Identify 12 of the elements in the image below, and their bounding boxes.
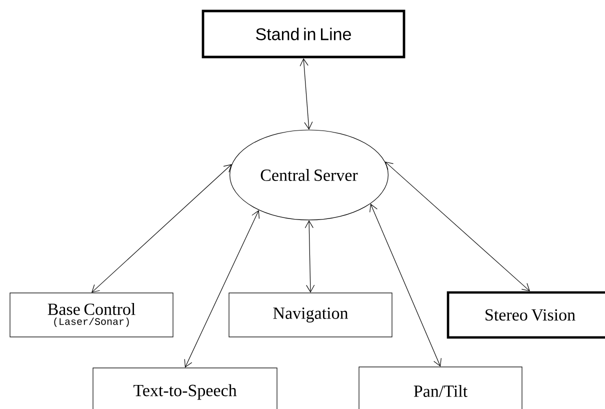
process-box: Base Control (Laser/Sonar): [10, 292, 174, 338]
process-box: Stereo Vision: [446, 291, 605, 339]
arrow: [92, 164, 232, 293]
process-box: Navigation: [228, 292, 392, 338]
process-box: Stand in Line: [202, 10, 406, 58]
process-box: Text-to-Speech: [92, 368, 278, 409]
arrow: [370, 204, 442, 367]
process-box: Pan/Tilt: [358, 366, 522, 409]
arrow: [384, 162, 530, 292]
arrow: [300, 58, 313, 130]
arrow: [304, 220, 315, 293]
arrow: [184, 210, 260, 368]
